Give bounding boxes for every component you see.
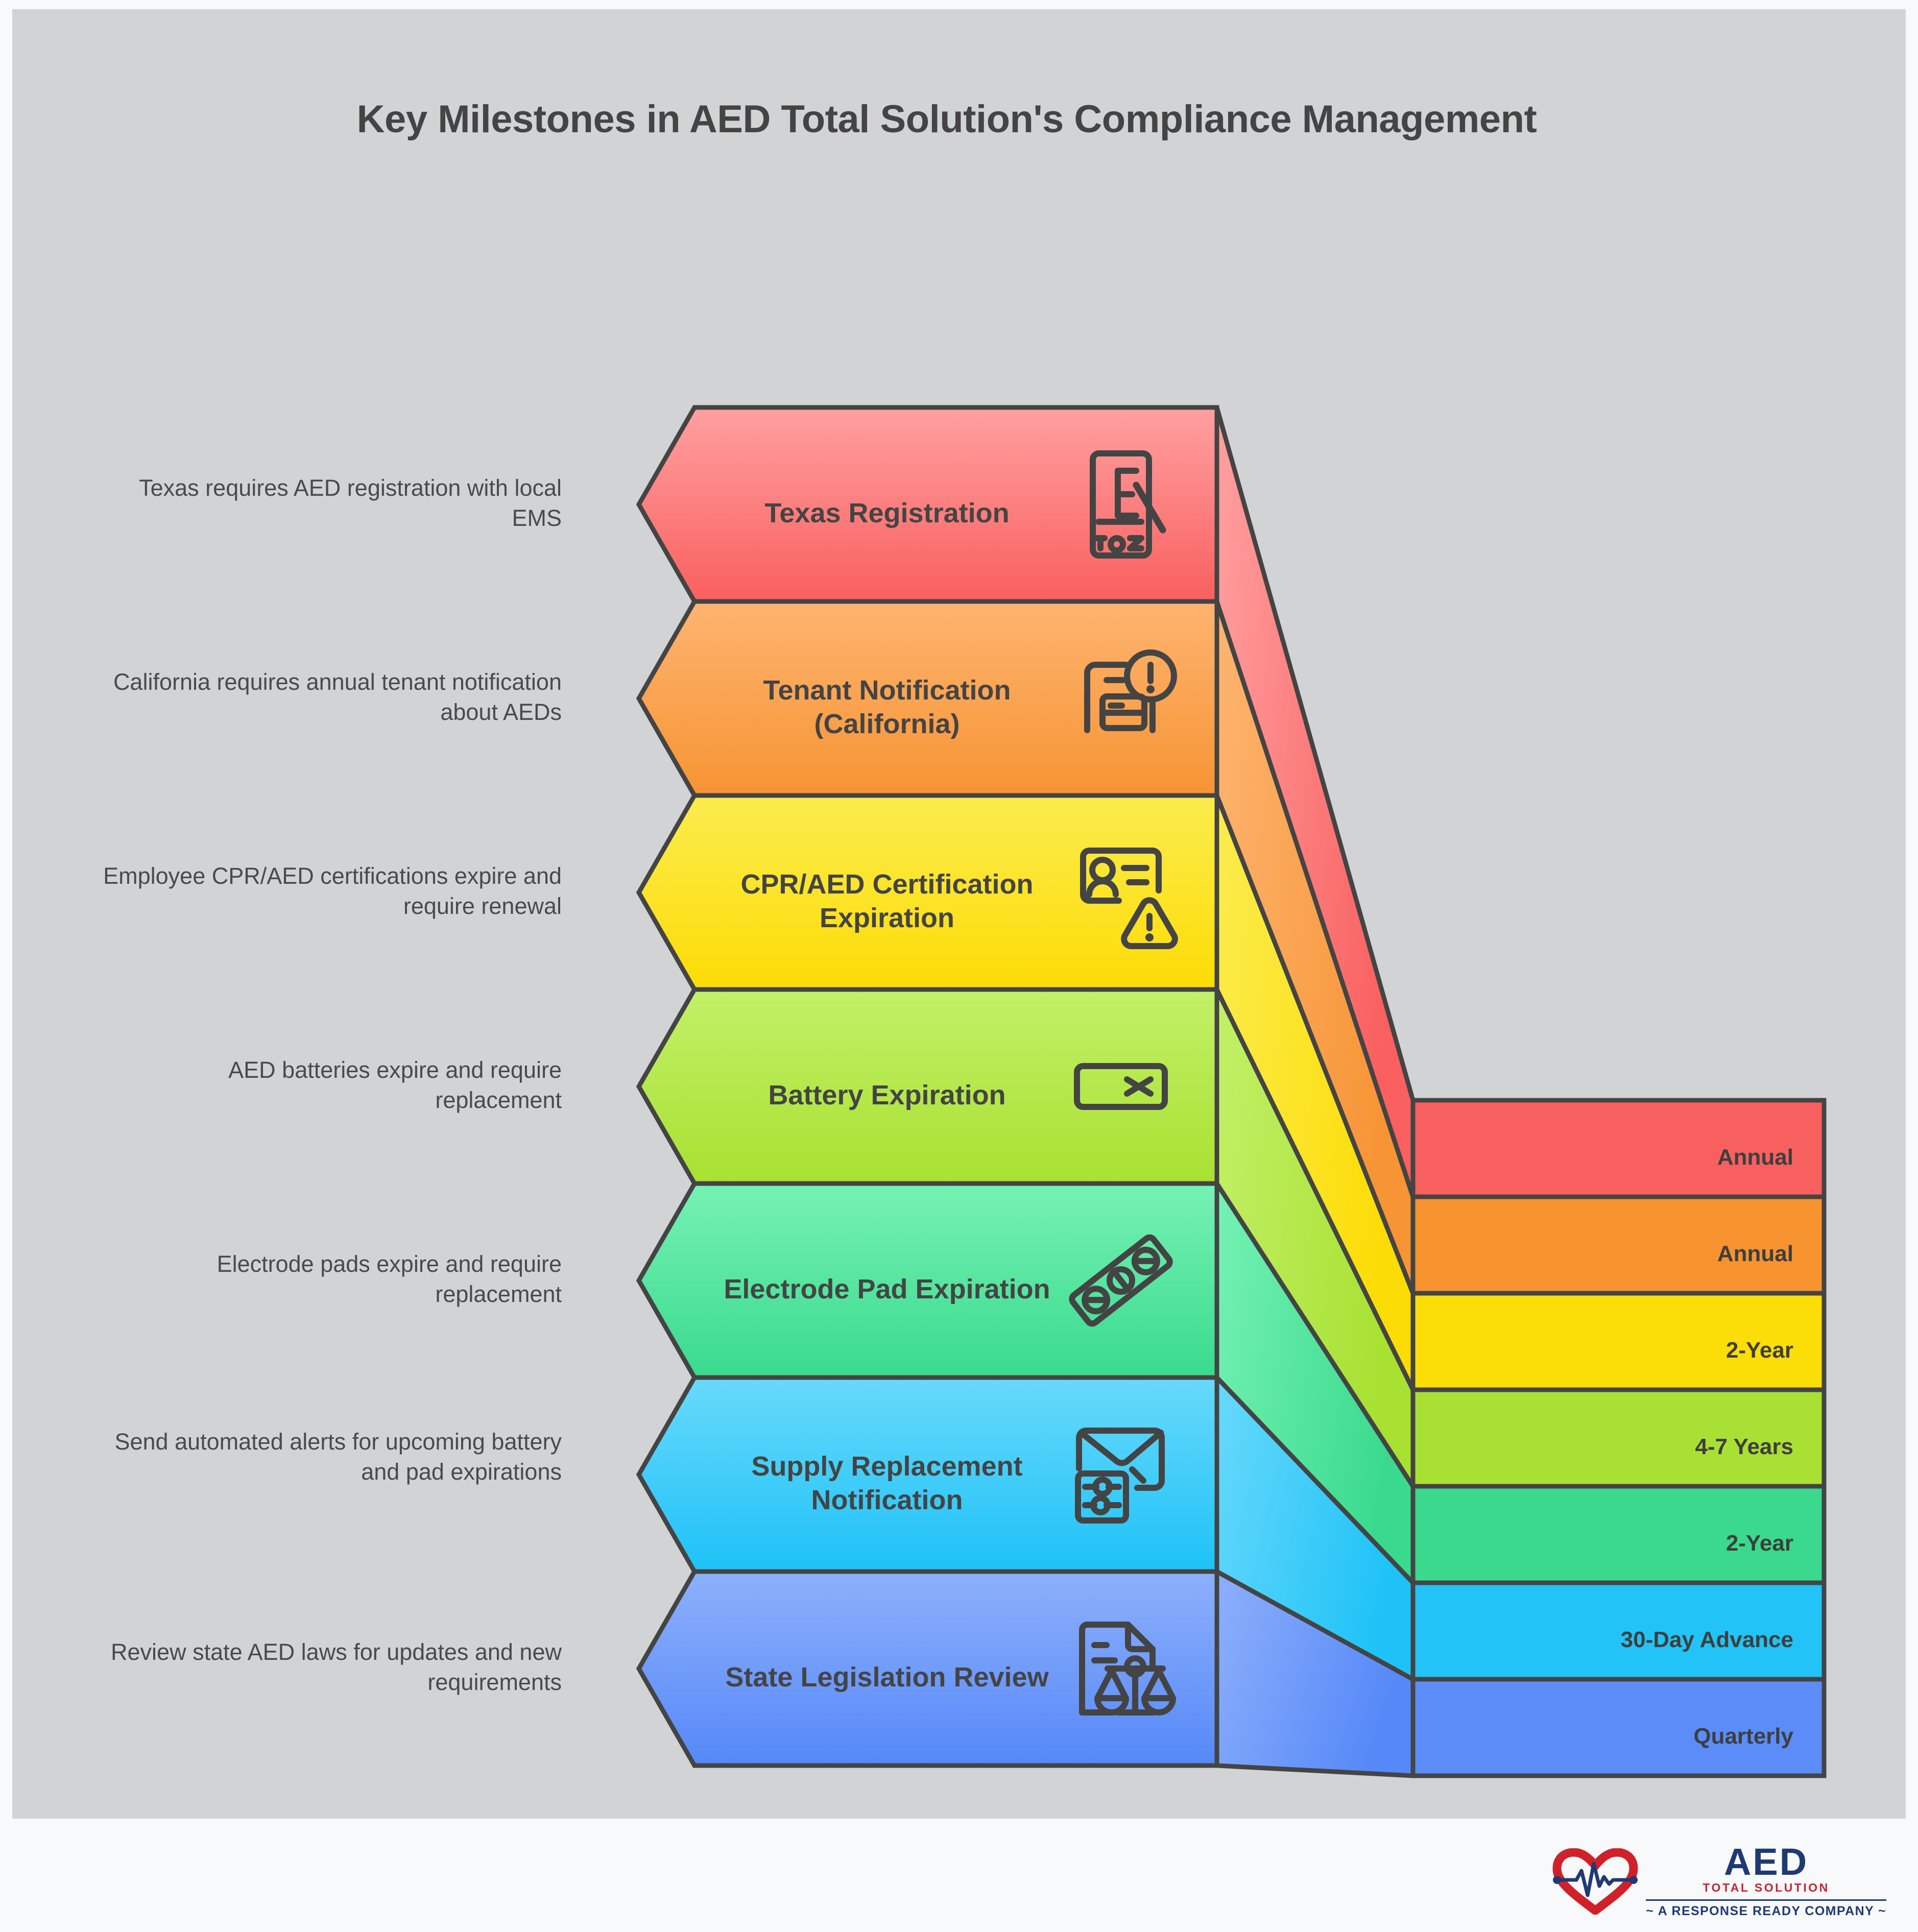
frequency-label: 2-Year xyxy=(1725,1337,1793,1363)
id-card-warning-icon xyxy=(1080,848,1178,949)
frequency-bar[interactable] xyxy=(1410,1194,1827,1296)
milestone-description: Send automated alerts for upcoming batte… xyxy=(114,1429,562,1485)
milestone-arrow[interactable] xyxy=(636,1375,1219,1574)
milestone-description: Texas requires AED registration with loc… xyxy=(139,475,562,532)
frequency-label: 2-Year xyxy=(1725,1530,1793,1556)
milestone-icons xyxy=(1069,450,1178,1716)
electrode-pad-icon xyxy=(1069,1234,1173,1327)
milestone-arrow[interactable] xyxy=(636,405,1219,604)
envelope-settings-icon xyxy=(1075,1428,1165,1524)
frequency-label: 30-Day Advance xyxy=(1620,1627,1793,1652)
frequency-bar[interactable] xyxy=(1410,1098,1827,1199)
connector-ribbons xyxy=(1214,406,1416,1778)
milestone-description: Electrode pads expire and require replac… xyxy=(217,1251,562,1308)
frequency-bar[interactable] xyxy=(1410,1677,1827,1778)
logo-tagline: ~ A RESPONSE READY COMPANY ~ xyxy=(1646,1904,1886,1919)
milestone-description: AED batteries expire and require replace… xyxy=(228,1057,562,1114)
frequency-bar[interactable] xyxy=(1410,1291,1827,1392)
frequency-label: Annual xyxy=(1717,1241,1793,1266)
battery-x-icon xyxy=(1074,1063,1168,1110)
heart-ekg-icon xyxy=(1552,1848,1638,1915)
frequency-bars xyxy=(1410,1098,1827,1778)
milestone-arrow[interactable] xyxy=(636,1569,1219,1768)
milestone-arrows xyxy=(636,405,1219,1768)
logo-subtitle: TOTAL SOLUTION xyxy=(1703,1881,1830,1895)
milestone-arrow[interactable] xyxy=(636,793,1219,992)
eye-chart-document-icon xyxy=(1090,450,1166,559)
legal-document-scales-icon xyxy=(1079,1622,1176,1716)
milestone-description: California requires annual tenant notifi… xyxy=(113,669,562,726)
milestones-diagram xyxy=(636,405,1827,1778)
frequency-label: Annual xyxy=(1717,1144,1793,1170)
document-alert-icon xyxy=(1084,649,1177,733)
logo-aed-text: AED xyxy=(1723,1841,1809,1883)
logo-divider xyxy=(1646,1899,1886,1901)
page-title: Key Milestones in AED Total Solution's C… xyxy=(356,98,1537,141)
milestone-description: Employee CPR/AED certifications expire a… xyxy=(103,863,562,920)
frequency-label: Quarterly xyxy=(1693,1723,1793,1749)
milestone-description: Review state AED laws for updates and ne… xyxy=(111,1639,562,1696)
frequency-bar[interactable] xyxy=(1410,1484,1827,1585)
milestone-arrow[interactable] xyxy=(636,987,1219,1186)
frequency-label: 4-7 Years xyxy=(1695,1434,1793,1459)
brand-logo: AED TOTAL SOLUTION ~ A RESPONSE READY CO… xyxy=(1552,1841,1886,1919)
